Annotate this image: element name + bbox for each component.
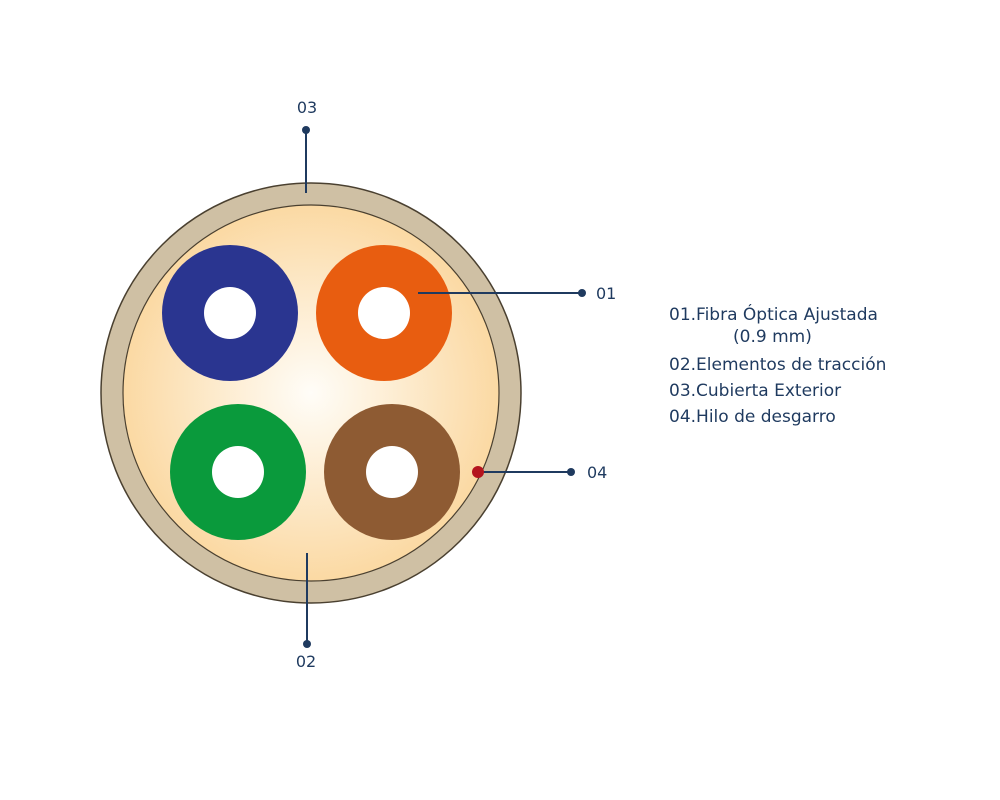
legend-item-03: 03.Cubierta Exterior [669, 381, 842, 401]
legend-item-01-subtext: (0.9 mm) [733, 327, 812, 347]
callout-label-03: 03 [297, 98, 317, 117]
legend-item-04: 04.Hilo de desgarro [669, 407, 836, 427]
callout-01: 01 [418, 284, 616, 303]
callout-label-02: 02 [296, 652, 316, 671]
fiber-orange [316, 245, 452, 381]
callout-03: 03 [297, 98, 317, 193]
legend: 01.Fibra Óptica Ajustada (0.9 mm) 02.Ele… [669, 302, 886, 430]
fiber-green [170, 404, 306, 540]
ripcord-dot [472, 466, 484, 478]
callout-label-01: 01 [596, 284, 616, 303]
callout-02: 02 [296, 553, 316, 671]
fiber-brown [324, 404, 460, 540]
legend-item-02: 02.Elementos de tracción [669, 355, 887, 375]
fiber-blue [162, 245, 298, 381]
legend-item-01: 01.Fibra Óptica Ajustada [669, 305, 878, 325]
callout-04: 04 [472, 463, 607, 482]
strength-member-area [122, 204, 500, 582]
callout-label-04: 04 [587, 463, 607, 482]
